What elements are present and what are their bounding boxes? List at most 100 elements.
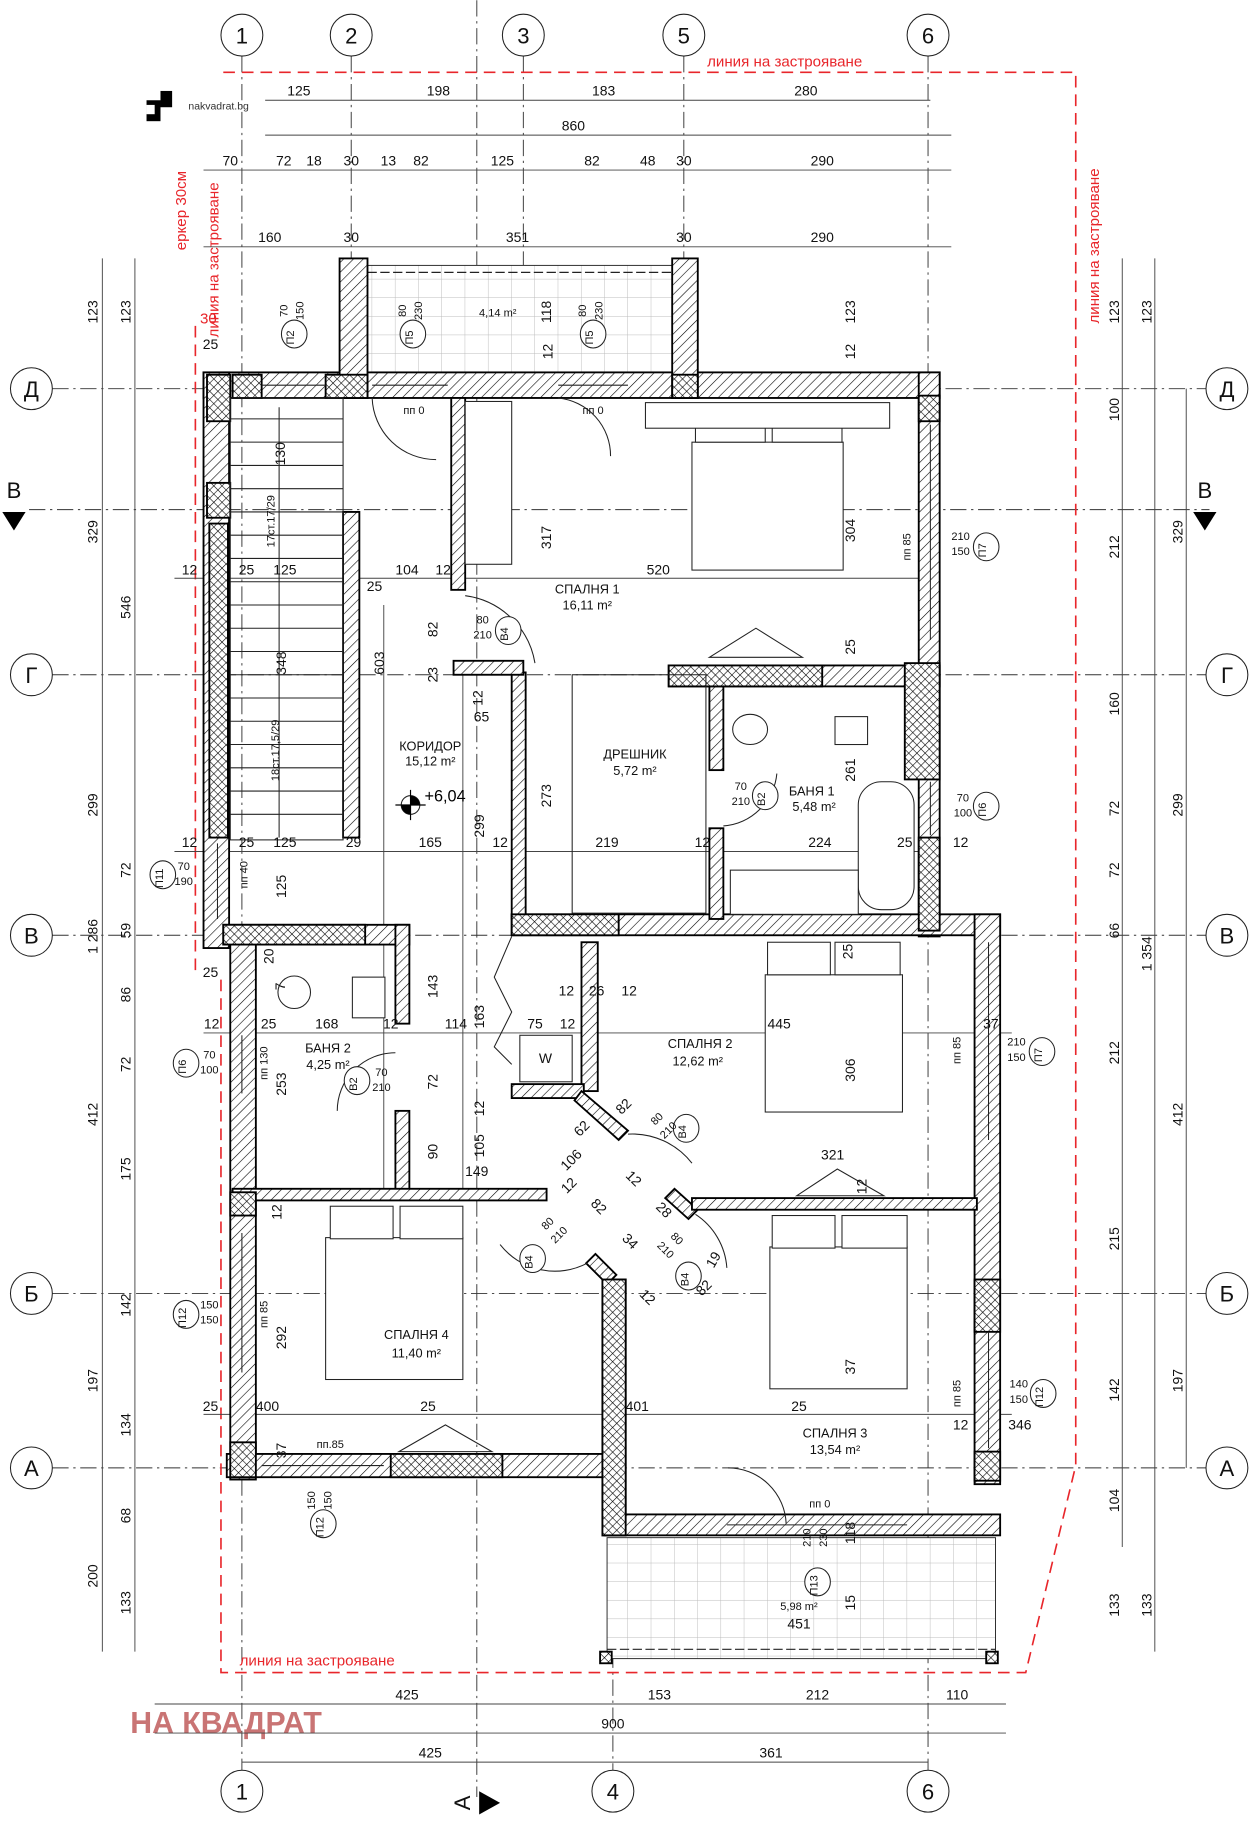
- dimension-value: 261: [842, 758, 858, 782]
- opening-tag-label: В2: [756, 792, 768, 806]
- dimension-value: 160: [258, 229, 282, 245]
- dimension-value: 520: [647, 562, 671, 578]
- dimension-value: 412: [1170, 1102, 1186, 1126]
- axis-label: 6: [922, 23, 934, 48]
- balcony-area: 4,14 m²: [479, 308, 517, 320]
- dimension-value: 125: [273, 834, 297, 850]
- dimension-value: 12: [383, 1015, 399, 1031]
- dimension-value: 12: [268, 1204, 284, 1220]
- dimension-value: 860: [562, 117, 586, 133]
- bay-dimension: 30: [200, 311, 217, 328]
- dimension-value: 20: [260, 948, 276, 964]
- building-line-label-right: линия на застрояване: [1086, 168, 1103, 323]
- bathtub: [857, 781, 915, 911]
- axis-label: 3: [517, 23, 529, 48]
- dimension-value: 125: [287, 83, 311, 99]
- opening-sill: пп 85: [902, 533, 914, 560]
- section-arrow-icon: [1193, 511, 1217, 531]
- dimension-value: 142: [1106, 1378, 1122, 1402]
- dimension-value: 168: [315, 1015, 339, 1031]
- opening-sill: пп 85: [952, 1037, 964, 1064]
- axis-label: Д: [24, 377, 39, 402]
- dimension-value: 130: [272, 442, 288, 466]
- dimension-value: 30: [676, 152, 692, 168]
- axis-label: Б: [24, 1282, 39, 1307]
- dimension-value: 133: [1138, 1593, 1154, 1617]
- dimension-value: 72: [1106, 862, 1122, 878]
- opening-tag-label: В2: [348, 1077, 360, 1091]
- dimension-value: 25: [791, 1398, 807, 1414]
- opening-height: 210: [473, 630, 491, 642]
- dimension-value: 12: [182, 834, 198, 850]
- dimension-value: 153: [648, 1686, 672, 1702]
- opening-width: 210: [802, 1528, 814, 1546]
- dimension-value: 37: [983, 1015, 999, 1031]
- dimension-value: 603: [371, 651, 387, 675]
- opening-height: 210: [372, 1082, 390, 1094]
- axis-label: А: [1220, 1456, 1235, 1481]
- opening-height: 230: [413, 302, 425, 320]
- axis-6-top: 6: [906, 13, 950, 57]
- dimension-value: 197: [85, 1369, 101, 1393]
- opening-width: 210: [951, 531, 969, 543]
- dimension-value: 13: [381, 152, 397, 168]
- dimension-value: 133: [1106, 1593, 1122, 1617]
- dimension-value: 445: [768, 1015, 792, 1031]
- room-name: КОРИДОР: [399, 738, 461, 753]
- balcony-area: 5,98 m²: [780, 1601, 818, 1613]
- dimension-value: 30: [343, 229, 359, 245]
- dimension-value: 12: [471, 1101, 487, 1117]
- dimension-value: 82: [612, 1095, 634, 1117]
- dimension-value: 212: [806, 1686, 830, 1702]
- level-marker: +6,04: [395, 788, 466, 821]
- section-label: В: [1197, 478, 1212, 503]
- opening-width: 80: [577, 305, 589, 317]
- logo-text: nakvadrat.bg: [188, 102, 249, 113]
- dimension-value: 125: [273, 875, 289, 899]
- axis-3-top: 3: [501, 13, 545, 57]
- opening-tag-label: П6: [177, 1060, 189, 1074]
- axis-label: 2: [345, 23, 357, 48]
- opening-bubble: [804, 1567, 831, 1597]
- dimension-value: 7: [272, 982, 288, 990]
- dimension-value: 425: [419, 1744, 443, 1760]
- dimension-value: 25: [203, 1398, 219, 1414]
- dimension-value: 86: [117, 987, 133, 1003]
- dimension-value: 118: [538, 301, 554, 323]
- opening-height: 190: [175, 876, 193, 888]
- balcony-south: 5,98 m² 451: [606, 1537, 996, 1660]
- dimension-value: 37: [842, 1359, 858, 1375]
- section-label: В: [7, 478, 22, 503]
- opening-width: 70: [735, 781, 747, 793]
- dimension-value: 25: [203, 964, 219, 980]
- dimension-value: 1 286: [85, 919, 101, 954]
- opening-tag-label: П6: [977, 803, 989, 817]
- dimension-value: 299: [85, 793, 101, 817]
- opening-bubble: [579, 319, 607, 349]
- dimension-value: 321: [821, 1147, 845, 1163]
- room-name: СПАЛНЯ 4: [384, 1327, 449, 1342]
- opening-sill: пп 0: [583, 405, 604, 417]
- dimension-value: 224: [808, 834, 832, 850]
- room-area: 12,62 m²: [673, 1054, 724, 1069]
- dimension-value: 110: [946, 1686, 968, 1702]
- opening-tag-label: П12: [177, 1308, 189, 1328]
- dimension-value: 15: [842, 1595, 858, 1611]
- room-name: БАНЯ 2: [305, 1041, 351, 1056]
- dimension-value: 59: [117, 923, 133, 939]
- section-arrow-icon: [2, 511, 26, 531]
- room-area: 11,40 m²: [392, 1345, 442, 1360]
- dimension-value: 329: [85, 520, 101, 544]
- washer-label: W: [539, 1050, 553, 1066]
- dimension-value: 70: [223, 152, 239, 168]
- dimension-value: 165: [419, 834, 443, 850]
- dimension-value: 12: [953, 834, 969, 850]
